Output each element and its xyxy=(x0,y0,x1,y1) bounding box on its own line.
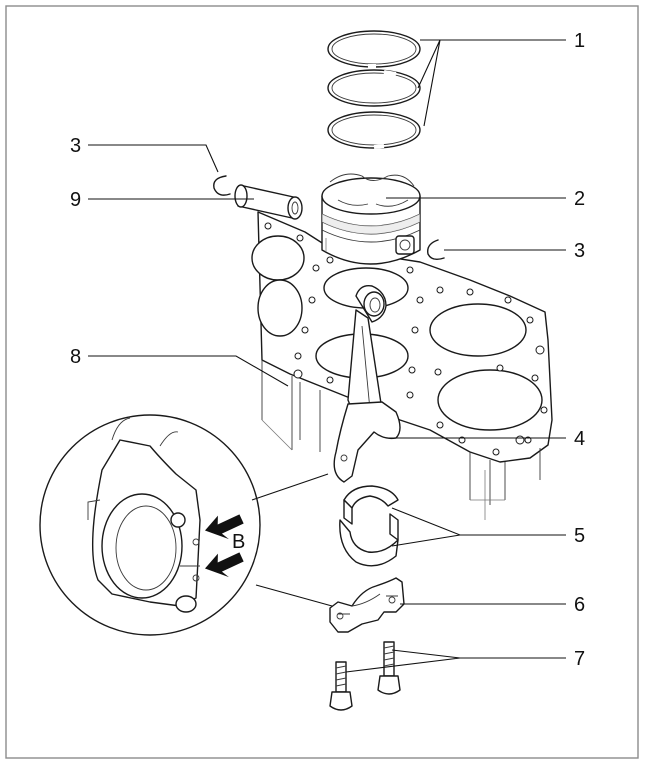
callout-6: 6 xyxy=(574,594,585,616)
bearing-shells xyxy=(339,485,399,567)
circlip-right xyxy=(427,239,445,261)
connecting-rod xyxy=(333,285,401,483)
detail-label-b: B xyxy=(232,531,245,553)
callout-7: 7 xyxy=(574,648,585,670)
piston xyxy=(321,173,421,265)
callout-4: 4 xyxy=(574,428,585,450)
callout-2: 2 xyxy=(574,188,585,210)
bearing-shell-upper xyxy=(343,485,399,525)
piston-ring-top xyxy=(327,30,421,68)
callout-5: 5 xyxy=(574,525,585,547)
arrow-lower-icon xyxy=(204,552,244,578)
leader-lines xyxy=(88,39,566,673)
piston-ring-middle xyxy=(327,69,421,107)
bearing-cap xyxy=(329,577,405,633)
piston-ring-oil xyxy=(327,111,421,149)
callout-3-right: 3 xyxy=(574,240,585,262)
bearing-shell-lower xyxy=(339,513,399,567)
connecting-rod-bolt-right xyxy=(377,641,401,695)
callout-1: 1 xyxy=(574,30,585,52)
callout-9: 9 xyxy=(70,189,81,211)
connecting-rod-bolt-left xyxy=(329,661,353,711)
circlip-left xyxy=(213,175,231,196)
callout-8: 8 xyxy=(70,346,81,368)
frame-border xyxy=(5,5,639,759)
cylinder-block xyxy=(251,211,553,520)
piston-rings xyxy=(327,30,421,149)
callout-3-left: 3 xyxy=(70,135,81,157)
detail-b-view xyxy=(39,414,333,636)
piston-pin xyxy=(234,184,303,220)
arrow-upper-icon xyxy=(204,514,244,540)
